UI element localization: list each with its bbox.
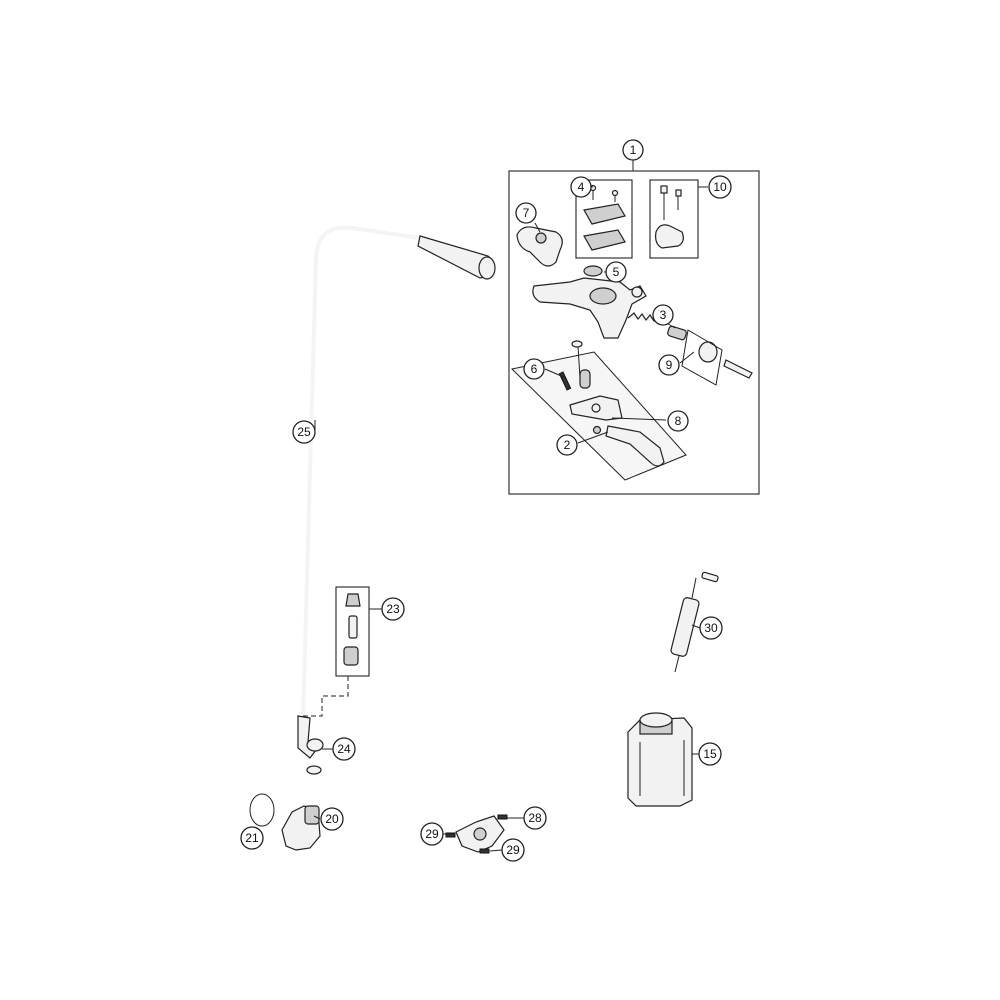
callout-8: 8	[667, 410, 689, 432]
hydraulic-fluid-can-icon	[627, 712, 693, 807]
callout-28: 28	[523, 806, 547, 830]
clamp-screw-icon	[660, 185, 682, 220]
bleeder-screw-icon	[348, 615, 358, 639]
callout-7-label: 7	[523, 206, 530, 220]
callout-9: 9	[658, 354, 680, 376]
callout-8-label: 8	[675, 414, 682, 428]
pivot-sleeve-icon	[579, 369, 591, 389]
callout-28-label: 28	[528, 811, 542, 825]
callout-29-right: 29	[501, 838, 525, 862]
callout-6: 6	[523, 358, 545, 380]
callout-30-label: 30	[704, 621, 718, 635]
callout-29-right-label: 29	[506, 843, 520, 857]
handlebar-clamp-icon	[655, 224, 684, 249]
callout-2: 2	[556, 434, 578, 456]
reservoir-cover-icon	[583, 203, 626, 225]
hydraulic-hose-group	[297, 225, 496, 775]
callout-2-label: 2	[564, 438, 571, 452]
callout-23: 23	[381, 597, 405, 621]
callout-5: 5	[605, 261, 627, 283]
master-cylinder-assembly-group	[508, 159, 760, 495]
callout-30: 30	[699, 616, 723, 640]
callout-leaders	[313, 186, 708, 852]
callout-10-label: 10	[713, 180, 727, 194]
callout-20-label: 20	[325, 812, 339, 826]
reservoir-gasket-icon	[583, 229, 626, 251]
callout-15-label: 15	[703, 747, 717, 761]
callout-21-label: 21	[245, 831, 259, 845]
clutch-lever-icon	[605, 425, 665, 467]
callout-3: 3	[652, 304, 674, 326]
sealing-washer-icon	[306, 738, 324, 752]
o-ring-icon	[249, 793, 275, 827]
callout-3-label: 3	[660, 308, 667, 322]
master-cylinder-body-icon	[532, 277, 647, 339]
callout-4-label: 4	[578, 180, 585, 194]
callout-24-label: 24	[337, 742, 351, 756]
clamp-kit-box	[649, 179, 699, 259]
assembly-frame-box	[508, 170, 760, 495]
piston-icon	[667, 325, 687, 341]
callout-24: 24	[332, 737, 356, 761]
bleeder-kit-group	[335, 586, 370, 677]
callout-21: 21	[240, 826, 264, 850]
callout-20: 20	[320, 807, 344, 831]
mounting-screw-left-icon	[445, 832, 456, 838]
banjo-fitting-icon	[297, 715, 317, 759]
callout-15: 15	[698, 742, 722, 766]
callout-23-label: 23	[386, 602, 400, 616]
push-rod-icon	[723, 359, 753, 379]
callout-29-left-label: 29	[425, 827, 439, 841]
callout-4: 4	[570, 176, 592, 198]
callout-25: 25	[292, 420, 316, 444]
callout-6-label: 6	[531, 362, 538, 376]
callout-1-label: 1	[630, 143, 637, 157]
callout-29-left: 29	[420, 822, 444, 846]
bellows-cap-icon	[583, 265, 603, 277]
callout-10: 10	[708, 175, 732, 199]
reservoir-cover-screw-icon	[589, 184, 619, 202]
callout-5-label: 5	[613, 265, 620, 279]
bleeder-kit-box	[335, 586, 370, 677]
bleeder-valve-icon	[343, 646, 359, 666]
fitting-screw-icon	[497, 814, 508, 820]
mounting-screw-right-icon	[479, 848, 490, 854]
callout-1: 1	[622, 139, 644, 161]
callout-25-label: 25	[297, 425, 311, 439]
callout-7: 7	[515, 202, 537, 224]
callout-9-label: 9	[666, 358, 673, 372]
grease-syringe-icon	[670, 571, 719, 673]
sealing-washer-lower-icon	[306, 765, 322, 775]
lever-protector-icon	[516, 226, 563, 267]
cover-kit-box	[575, 179, 633, 259]
bleeder-nipple-icon	[345, 593, 361, 607]
hydraulic-hose-icon	[302, 227, 421, 721]
